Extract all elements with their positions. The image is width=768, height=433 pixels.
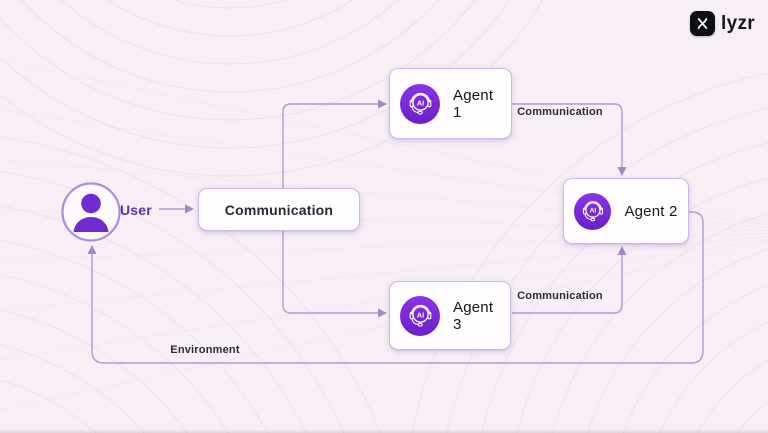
- communication-box-label: Communication: [224, 201, 334, 218]
- user-icon: [61, 182, 121, 242]
- ai-agent-icon: AI: [400, 83, 440, 124]
- svg-text:AI: AI: [417, 98, 424, 107]
- communication-box: Communication: [198, 188, 360, 231]
- agent3-box: AI Agent 3: [389, 281, 511, 350]
- user-label: User: [120, 202, 152, 218]
- brand-logo: lyzr: [690, 11, 755, 36]
- agent2-label: Agent 2: [624, 202, 678, 220]
- bottom-edge-shadow: [0, 429, 768, 433]
- user-node: [60, 181, 122, 243]
- edge-label-communication-bottom: Communication: [517, 290, 603, 302]
- agent1-box: AI Agent 1: [389, 68, 512, 139]
- agent3-label: Agent 3: [453, 298, 494, 333]
- svg-text:AI: AI: [417, 310, 424, 319]
- ai-agent-icon: AI: [400, 295, 440, 336]
- brand-name: lyzr: [721, 12, 755, 34]
- agent1-label: Agent 1: [453, 86, 494, 121]
- edge-label-communication-top: Communication: [517, 106, 603, 118]
- lyzr-logo-icon: [690, 11, 716, 36]
- svg-text:AI: AI: [590, 207, 597, 214]
- ai-agent-icon: AI: [574, 192, 612, 230]
- agent2-box: AI Agent 2: [563, 178, 689, 244]
- edge-label-environment: Environment: [170, 344, 240, 356]
